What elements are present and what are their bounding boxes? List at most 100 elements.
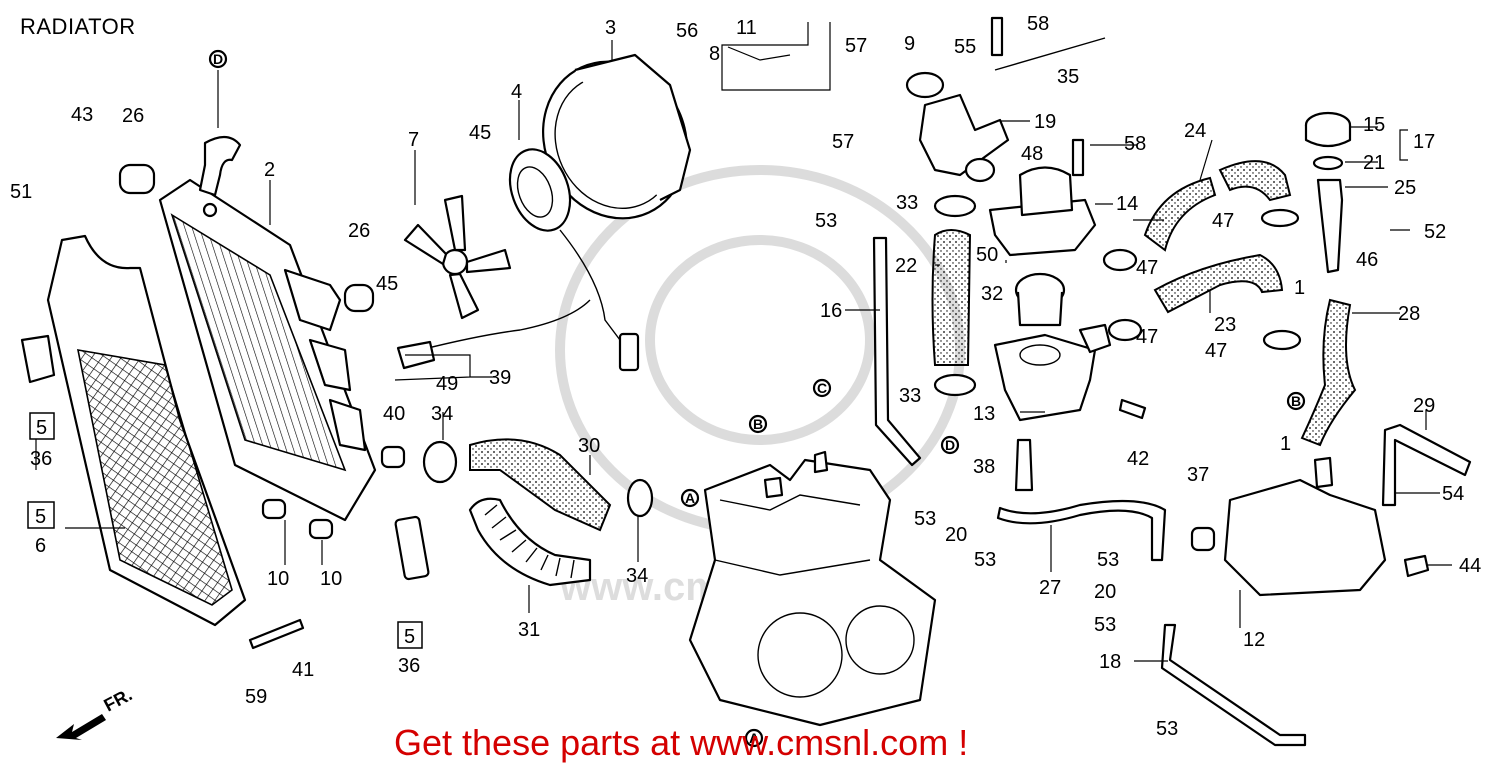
callout-58b: 58 xyxy=(1124,133,1146,155)
radiator-hose-22 xyxy=(931,229,972,366)
callout-25: 25 xyxy=(1394,177,1416,199)
callout-53e: 53 xyxy=(1094,614,1116,636)
callout-35: 35 xyxy=(1057,66,1079,88)
callout-41: 41 xyxy=(292,659,314,681)
leader-lines xyxy=(35,22,1452,662)
callout-19: 19 xyxy=(1034,111,1056,133)
radiator-cap xyxy=(1304,111,1352,274)
callout-34a: 34 xyxy=(431,403,453,425)
hose-clamp-47d xyxy=(1262,329,1302,351)
callout-58a: 58 xyxy=(1027,13,1049,35)
siphon-tube xyxy=(996,499,1167,562)
svg-text:B: B xyxy=(1291,393,1301,409)
svg-text:5: 5 xyxy=(404,626,415,648)
callout-52: 52 xyxy=(1424,221,1446,243)
callout-16: 16 xyxy=(820,300,842,322)
callout-28: 28 xyxy=(1398,303,1420,325)
fan-shroud xyxy=(542,53,692,220)
callout-45b: 45 xyxy=(376,273,398,295)
callout-45a: 45 xyxy=(469,122,491,144)
callout-26b: 26 xyxy=(348,220,370,242)
callout-6: 6 xyxy=(35,535,46,557)
hose-clamp-47b xyxy=(1102,248,1138,272)
callout-47b: 47 xyxy=(1136,257,1158,279)
callout-34b: 34 xyxy=(626,565,648,587)
callout-12: 12 xyxy=(1243,629,1265,651)
hose-clamp-33-upper xyxy=(933,194,977,218)
svg-text:D: D xyxy=(213,51,223,67)
fan-connector xyxy=(618,332,640,372)
callout-14: 14 xyxy=(1116,193,1138,215)
callout-13: 13 xyxy=(973,403,995,425)
callout-43: 43 xyxy=(71,104,93,126)
hose-clamp-2 xyxy=(626,478,654,518)
grommet-37 xyxy=(1190,526,1216,552)
callout-23: 23 xyxy=(1214,314,1236,336)
bypass-tube xyxy=(872,236,922,467)
callout-4: 4 xyxy=(511,81,522,103)
callout-53b: 53 xyxy=(914,508,936,530)
thermostat xyxy=(1014,272,1066,327)
ground-cable xyxy=(994,37,1106,71)
grommet-10b xyxy=(308,518,334,540)
bolt-44 xyxy=(1403,554,1430,578)
cushion-26b xyxy=(343,283,375,313)
callout-48: 48 xyxy=(1021,143,1043,165)
hose-clamp-47a xyxy=(1260,208,1300,228)
callout-47a: 47 xyxy=(1212,210,1234,232)
callout-33a: 33 xyxy=(896,192,918,214)
page-title: RADIATOR xyxy=(20,14,136,39)
thermostat-housing xyxy=(993,323,1112,422)
callout-30: 30 xyxy=(578,435,600,457)
callout-56: 56 xyxy=(676,20,698,42)
callout-9: 9 xyxy=(904,33,915,55)
svg-text:A: A xyxy=(749,730,759,746)
callout-2: 2 xyxy=(264,159,275,181)
callout-47d: 47 xyxy=(1205,340,1227,362)
callout-11: 11 xyxy=(736,17,757,39)
callout-1b: 1 xyxy=(1280,433,1291,455)
connector-A-bottom: A xyxy=(744,728,764,748)
callout-53c: 53 xyxy=(974,549,996,571)
callout-53f: 53 xyxy=(1156,718,1178,740)
callout-labels: 2 3 4 6 7 8 9 10 10 11 12 13 14 15 16 17… xyxy=(10,13,1481,740)
front-direction-label: FR. xyxy=(100,686,135,716)
grommet-40 xyxy=(380,445,406,469)
callout-18: 18 xyxy=(1099,651,1121,673)
callout-53a: 53 xyxy=(815,210,837,232)
cta-link[interactable]: Get these parts at www.cmsnl.com ! xyxy=(394,722,969,763)
radiator-hose-upper xyxy=(469,438,612,532)
svg-text:5: 5 xyxy=(36,417,47,439)
callout-29: 29 xyxy=(1413,395,1435,417)
boxed-callout-5c: 5 xyxy=(397,621,423,649)
front-direction-arrow-icon: FR. xyxy=(56,686,135,740)
callout-40: 40 xyxy=(383,403,405,425)
callout-37: 37 xyxy=(1187,464,1209,486)
reserve-tank xyxy=(1223,456,1387,597)
callout-59: 59 xyxy=(245,686,267,708)
callout-32: 32 xyxy=(981,283,1003,305)
callout-51: 51 xyxy=(10,181,32,203)
svg-text:A: A xyxy=(685,490,695,506)
callout-46: 46 xyxy=(1356,249,1378,271)
svg-text:B: B xyxy=(753,416,763,432)
fan-switch-wire xyxy=(419,299,591,351)
connector-D-top: D xyxy=(208,49,228,69)
callout-55: 55 xyxy=(954,36,976,58)
callout-1a: 1 xyxy=(1294,277,1305,299)
hose-clamp xyxy=(422,440,458,484)
radiator-inlet-pipe xyxy=(198,135,242,197)
callout-15: 15 xyxy=(1363,114,1385,136)
callout-26a: 26 xyxy=(122,105,144,127)
callout-31: 31 xyxy=(518,619,540,641)
callout-20a: 20 xyxy=(945,524,967,546)
boxed-callout-5a: 5 xyxy=(29,412,55,440)
callout-10a: 10 xyxy=(267,568,289,590)
temperature-sensor xyxy=(1014,438,1034,492)
radiator-core xyxy=(158,178,377,522)
grommet-10a xyxy=(261,498,287,520)
callout-24: 24 xyxy=(1184,120,1206,142)
svg-text:C: C xyxy=(817,380,827,396)
connector-B-right: B xyxy=(1286,391,1306,411)
svg-text:5: 5 xyxy=(35,506,46,528)
